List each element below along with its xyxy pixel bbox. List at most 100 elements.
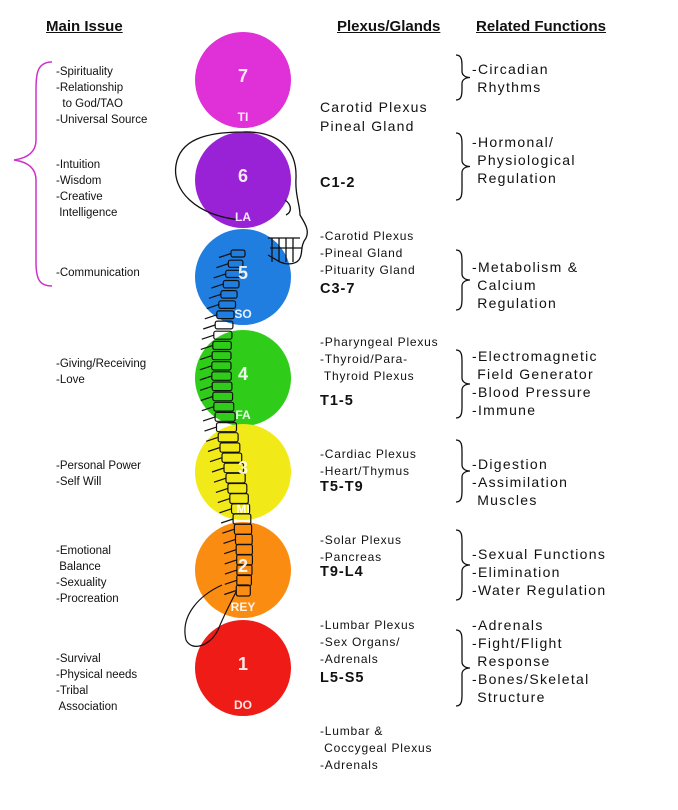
vertebra <box>212 391 234 402</box>
plexus-7-body: Carotid Plexus Pineal Gland <box>320 99 428 134</box>
chakra-note-mi: MI <box>236 502 250 516</box>
vertebra-process <box>222 528 235 534</box>
vertebra-process <box>208 293 222 299</box>
chakra-number-6: 6 <box>237 166 248 186</box>
vertebra-process <box>200 385 213 391</box>
curly-brace-icon <box>455 249 471 311</box>
function-5: -Metabolism & Calcium Regulation <box>472 259 579 311</box>
chakra-number-1: 1 <box>237 654 248 674</box>
chakra-diagram: Main Issue Plexus/Glands Related Functio… <box>13 18 607 772</box>
curly-brace-icon <box>13 61 53 287</box>
chakra-note-so: SO <box>234 307 252 321</box>
functions-header: Related Functions <box>476 18 607 35</box>
vertebra-process <box>224 579 237 585</box>
curly-brace-icon <box>455 54 471 101</box>
vertebra-process <box>200 344 213 350</box>
plexus-3: T5-T9 -Solar Plexus -Pancreas <box>320 442 402 602</box>
vertebra-process <box>201 334 214 340</box>
plexus-1: L5-S5 -Lumbar & Coccygeal Plexus -Adrena… <box>320 633 432 810</box>
chakra-circle-root <box>195 620 291 716</box>
plexus-1-body: -Lumbar & Coccygeal Plexus -Adrenals <box>320 724 433 772</box>
vertebra-process <box>209 457 223 463</box>
function-1: -Adrenals -Fight/Flight Response -Bones/… <box>472 617 590 705</box>
issue-3: -Personal Power -Self Will <box>56 460 142 488</box>
curly-brace-icon <box>455 439 471 503</box>
chakra-number-2: 2 <box>237 556 248 576</box>
vertebra-process <box>219 508 232 514</box>
function-3: -Digestion -Assimilation Muscles <box>472 456 569 508</box>
plexus-6-body: -Carotid Plexus -Pineal Gland -Pituarity… <box>320 229 416 277</box>
chakra-note-ti: TI <box>237 110 249 124</box>
vertebra-process <box>199 375 212 381</box>
issue-5: -Communication <box>56 267 140 279</box>
vertebra-process <box>199 365 212 371</box>
chakra-number-3: 3 <box>237 458 248 478</box>
curly-brace-icon <box>455 529 471 601</box>
function-4: -Electromagnetic Field Generator -Blood … <box>472 348 598 418</box>
issue-2: -Emotional Balance -Sexuality -Procreati… <box>56 545 119 605</box>
chakra-note-la: LA <box>235 210 251 224</box>
curly-brace-icon <box>455 349 471 419</box>
plexus-5: C3-7 -Pharyngeal Plexus -Thyroid/Para- T… <box>320 244 438 421</box>
function-7: -Circadian Rhythms <box>472 61 549 95</box>
issue-7: -Spirituality -Relationship to God/TAO -… <box>56 66 148 126</box>
vertebra-process <box>217 498 230 504</box>
plexus-3-body: -Solar Plexus -Pancreas <box>320 533 402 564</box>
vertebra-process <box>199 355 213 361</box>
vertebra-process <box>206 304 219 310</box>
vertebra-process <box>202 416 216 422</box>
vertebra <box>216 310 235 320</box>
plexus-1-head: L5-S5 <box>320 670 365 686</box>
vertebra <box>213 401 235 412</box>
vertebra-process <box>218 252 232 259</box>
chakra-note-fa: FA <box>235 408 251 422</box>
plexus-5-head: C3-7 <box>320 281 356 297</box>
vertebra-process <box>215 487 229 493</box>
vertebra-process <box>224 549 237 555</box>
vertebra-process <box>206 436 219 442</box>
vertebra-process <box>213 273 226 279</box>
plexus-6-head: C1-2 <box>320 175 356 191</box>
plexus-4: T1-5 -Cardiac Plexus -Heart/Thymus <box>320 356 417 516</box>
plexus-6: C1-2 -Carotid Plexus -Pineal Gland -Pitu… <box>320 138 416 315</box>
vertebra-process <box>207 446 221 453</box>
plexus-4-body: -Cardiac Plexus -Heart/Thymus <box>320 447 417 478</box>
function-6: -Hormonal/ Physiological Regulation <box>472 134 576 186</box>
vertebra-process <box>224 589 237 596</box>
function-braces <box>455 54 471 707</box>
sacrum-outline <box>184 584 237 647</box>
issue-1: -Survival -Physical needs -Tribal Associ… <box>56 653 138 713</box>
main-issue-header: Main Issue <box>46 18 123 35</box>
chakra-circle-third-eye <box>195 132 291 228</box>
chakra-number-7: 7 <box>237 66 248 86</box>
chakra-circle-crown <box>195 32 291 128</box>
chakra-note-rey: REY <box>230 600 256 614</box>
vertebra-process <box>204 426 217 432</box>
curly-brace-icon <box>455 629 471 707</box>
vertebra-process <box>223 538 236 544</box>
plexus-7: Carotid Plexus Pineal Gland <box>320 62 428 172</box>
vertebra-process <box>204 314 217 320</box>
vertebra-process <box>216 263 229 269</box>
chakra-note-do: DO <box>234 698 252 712</box>
vertebra <box>218 300 237 309</box>
spine-outline-icon <box>184 249 253 647</box>
skull-outline-icon <box>174 131 308 265</box>
plexus-2: T9-L4 -Lumbar Plexus -Sex Organs/ -Adren… <box>320 527 415 704</box>
vertebra-process <box>220 518 234 524</box>
diagram-art <box>13 32 471 716</box>
vertebra-process <box>211 283 224 289</box>
vertebra <box>236 574 253 587</box>
chakra-number-4: 4 <box>237 364 248 384</box>
vertebra-process <box>213 477 227 483</box>
vertebra-process <box>200 395 213 402</box>
function-2: -Sexual Functions -Elimination -Water Re… <box>472 546 607 598</box>
issue-4: -Giving/Receiving -Love <box>56 358 147 386</box>
issue-6: -Intuition -Wisdom -Creative Intelligenc… <box>56 159 118 219</box>
vertebra-process <box>224 559 237 565</box>
chakra-number-5: 5 <box>237 263 248 283</box>
plexus-2-body: -Lumbar Plexus -Sex Organs/ -Adrenals <box>320 618 416 666</box>
vertebra-process <box>203 324 216 330</box>
plexus-3-head: T5-T9 <box>320 479 364 495</box>
plexus-header: Plexus/Glands <box>337 18 441 35</box>
